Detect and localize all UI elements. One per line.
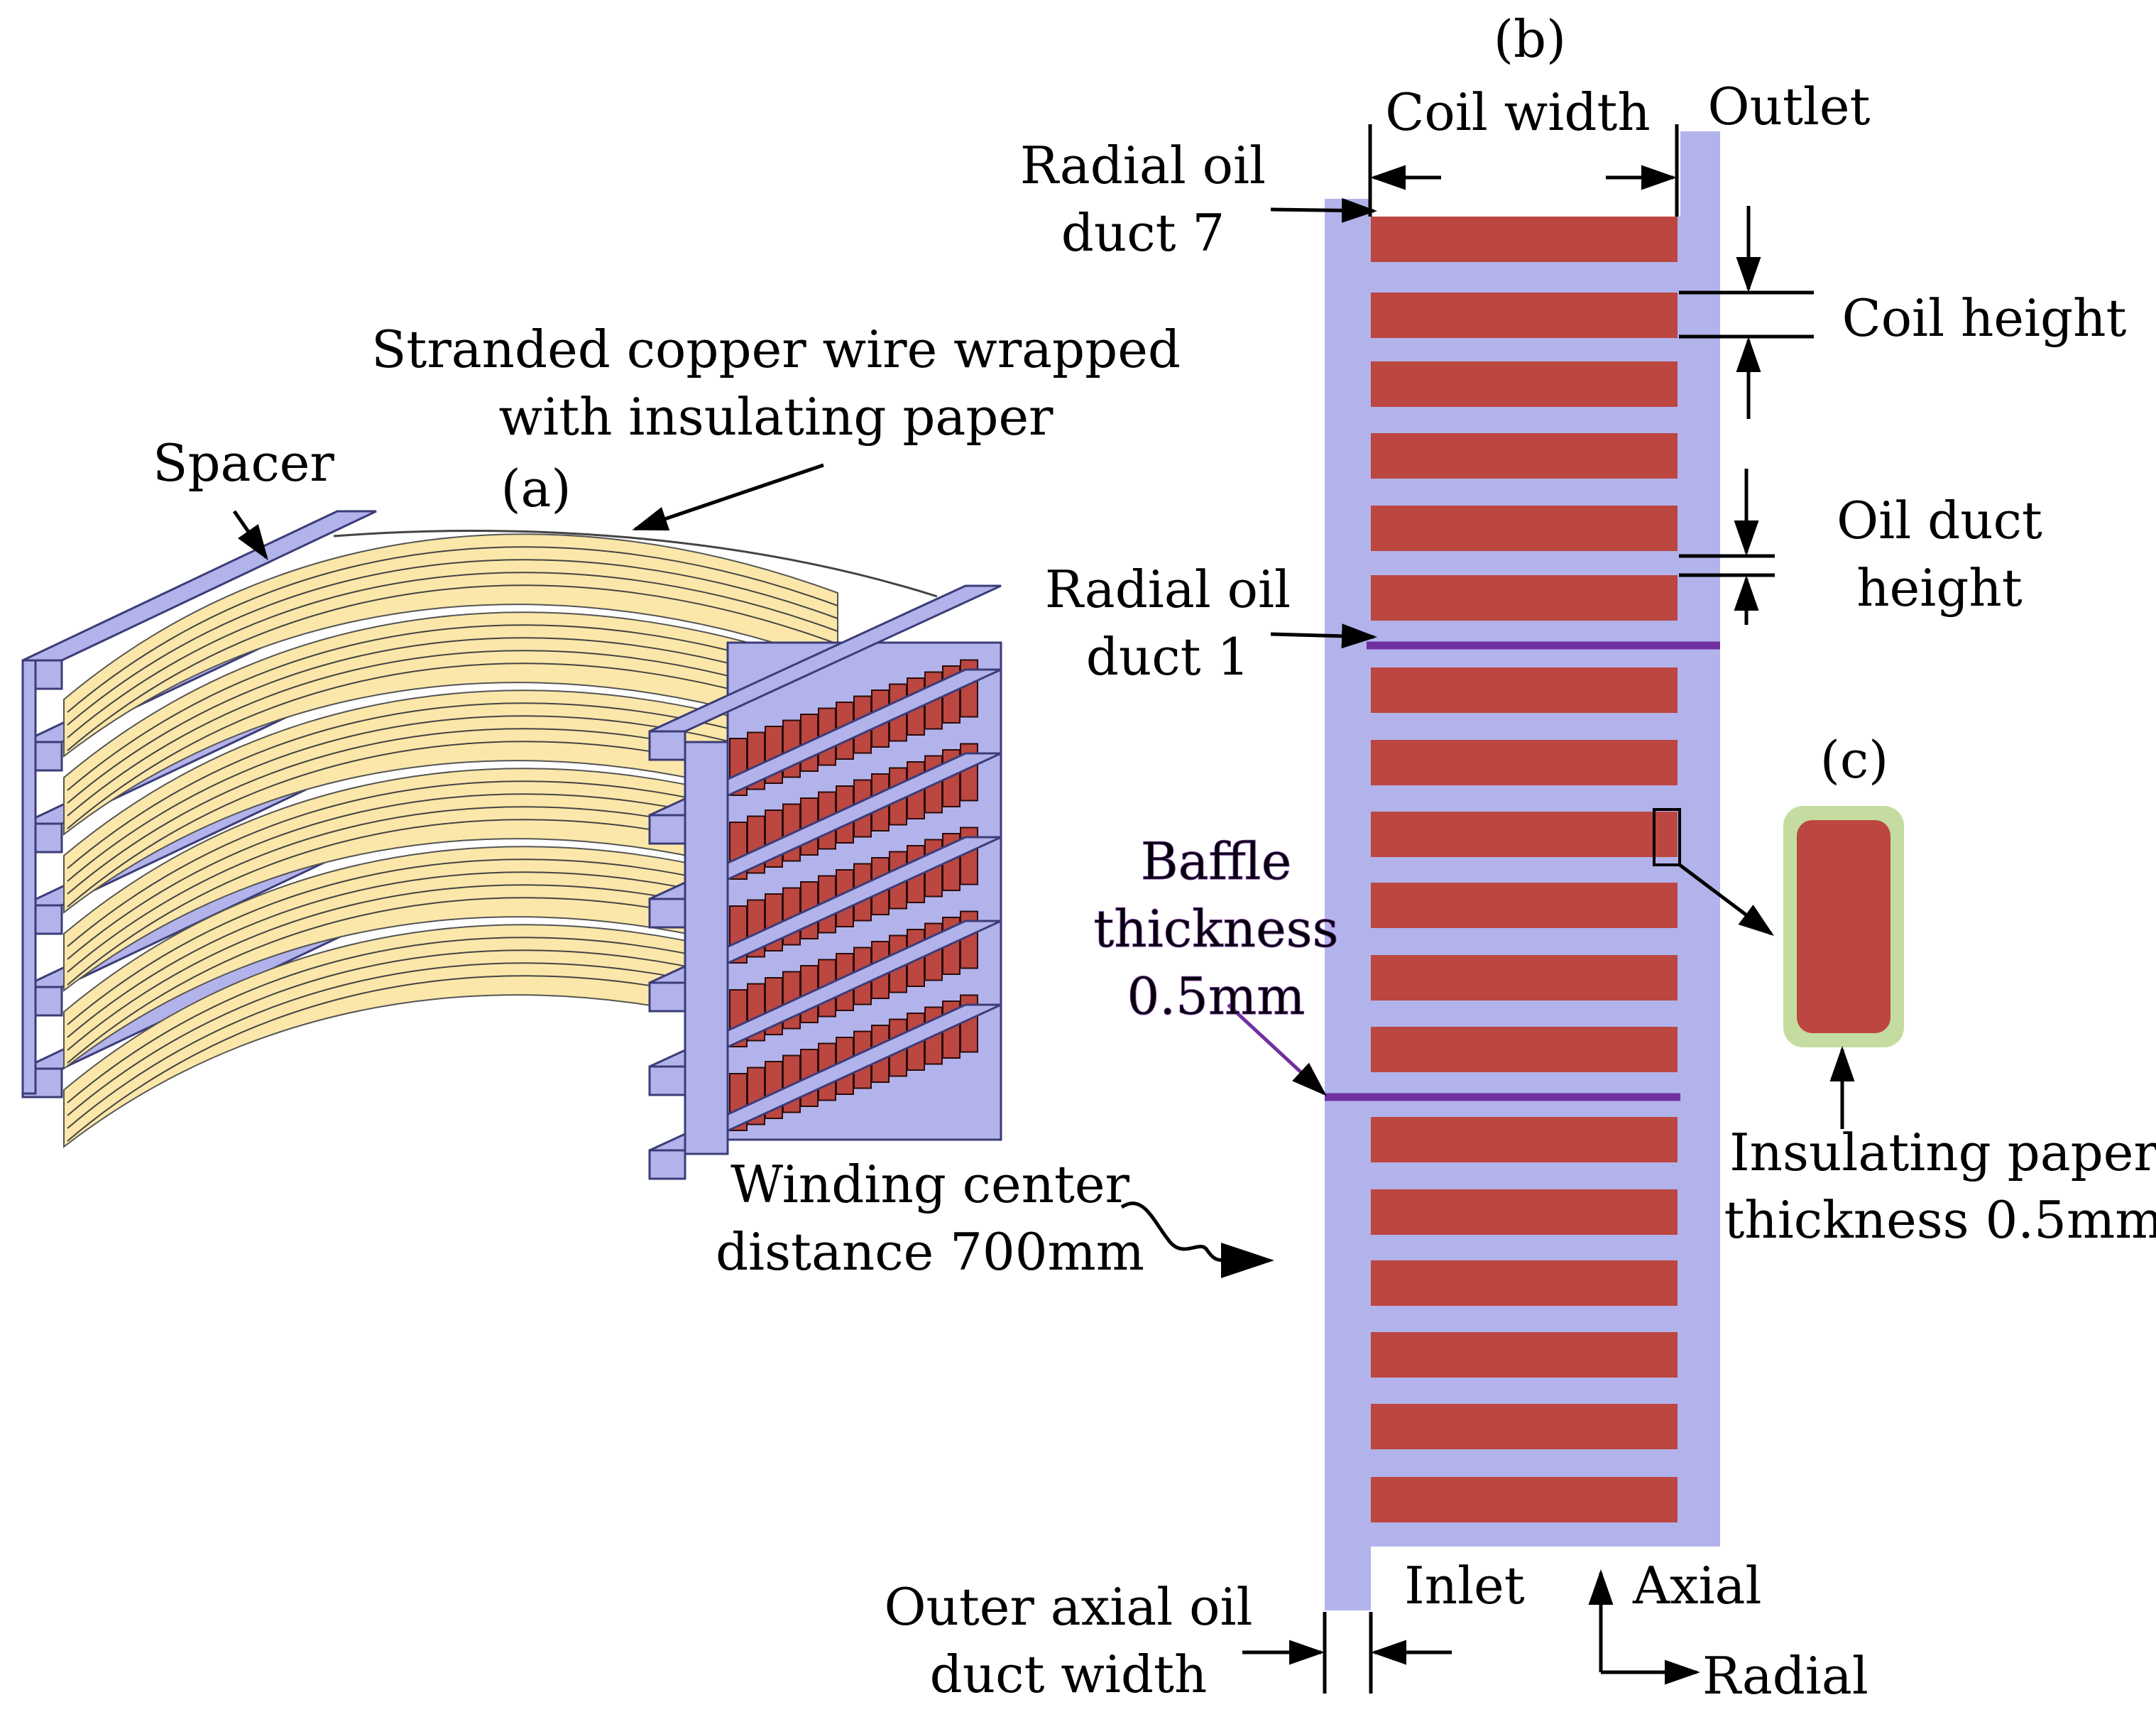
coil-bar — [1371, 667, 1678, 713]
stranded-label-line1: Stranded copper wire wrapped — [371, 320, 1181, 379]
panel-label-c: (c) — [1820, 730, 1889, 790]
baffle-label-line1: Baffle — [1141, 832, 1292, 891]
stranded-label-line2: with insulating paper — [499, 387, 1054, 447]
stranded-wire-groups — [63, 530, 938, 1149]
radial-duct7-pointer — [1270, 197, 1377, 223]
oil-channel — [1325, 131, 1720, 1610]
winding-label-line1: Winding center — [730, 1155, 1129, 1214]
insulating-label-line1: Insulating paper — [1729, 1123, 2156, 1182]
baffle-label-line3: 0.5mm — [1127, 966, 1305, 1026]
coil-bar — [1371, 1260, 1678, 1306]
right-spacer-front — [648, 1065, 686, 1096]
zoom-pointer — [1678, 863, 1774, 937]
radial-label: Radial — [1702, 1646, 1868, 1706]
bundle-top-edge — [333, 530, 938, 598]
winding-label-line2: distance 700mm — [716, 1222, 1144, 1282]
winding-center-arrowhead — [1221, 1243, 1274, 1278]
strand-line — [67, 559, 838, 726]
coil-bar — [1371, 1477, 1678, 1522]
right-spacer-front — [648, 730, 686, 761]
right-spacer-column — [684, 741, 729, 1155]
panel-b-cross-section — [1325, 131, 1774, 1610]
copper-conductor — [1797, 820, 1890, 1033]
coil-bar — [1371, 1027, 1678, 1072]
oil-duct-label-line2: height — [1856, 558, 2022, 618]
dimension-annotations — [232, 124, 1814, 1694]
outlet-label: Outlet — [1708, 77, 1871, 136]
radial-duct7-label-line2: duct 7 — [1061, 203, 1225, 263]
panel-label-a: (a) — [500, 459, 571, 518]
radial-duct7-label-line1: Radial oil — [1020, 136, 1266, 195]
strand-line — [67, 546, 838, 713]
strand-line — [67, 663, 838, 829]
panel-a-winding-3d — [21, 510, 1274, 1278]
coil-bar — [1371, 883, 1678, 928]
right-spacer-front — [648, 814, 686, 845]
outer-duct-label-line2: duct width — [930, 1645, 1208, 1704]
coil-bar — [1371, 812, 1678, 857]
right-spacer-front — [648, 1149, 686, 1180]
left-spacer-column — [21, 659, 37, 1095]
coil-bar — [1371, 1117, 1678, 1162]
panel-label-b: (b) — [1494, 9, 1566, 69]
coil-bar — [1371, 1404, 1678, 1449]
coil-bar — [1371, 361, 1678, 407]
strand-line — [67, 637, 838, 804]
right-cross-section-block — [648, 584, 1002, 1180]
inlet-label: Inlet — [1404, 1556, 1524, 1615]
coil-bar — [1371, 740, 1678, 785]
strand-line — [67, 715, 838, 882]
axial-label: Axial — [1632, 1556, 1762, 1615]
spacer-label: Spacer — [153, 433, 334, 493]
strand-line — [67, 702, 838, 869]
radial-duct1-label-line2: duct 1 — [1086, 627, 1249, 687]
text-labels: (a) (b) (c) Spacer Stranded copper wire … — [153, 9, 2156, 1706]
outer-duct-label-line1: Outer axial oil — [884, 1577, 1252, 1637]
coil-bar — [1371, 217, 1678, 262]
insulating-label-line2: thickness 0.5mm — [1724, 1190, 2156, 1250]
coil-bar — [1371, 506, 1678, 551]
coil-bar — [1371, 293, 1678, 338]
right-spacer-front — [648, 898, 686, 929]
coil-bar — [1371, 1332, 1678, 1378]
coil-height-label: Coil height — [1842, 288, 2127, 348]
coil-bar — [1371, 575, 1678, 621]
baffle-label-line2: thickness — [1093, 899, 1338, 959]
oil-duct-label-line1: Oil duct — [1837, 491, 2042, 550]
radial-duct1-pointer — [1270, 623, 1377, 649]
strand-line — [67, 624, 838, 791]
coil-bar — [1371, 1189, 1678, 1235]
coil-bar — [1371, 955, 1678, 1001]
stranded-pointer — [632, 463, 824, 531]
zoom-indicator-box — [1653, 808, 1681, 866]
radial-duct1-label-line1: Radial oil — [1045, 560, 1291, 619]
baffle-pointer — [1227, 1003, 1327, 1096]
strand-line — [67, 572, 838, 738]
spacer-pointer — [232, 510, 268, 561]
winding-center-squiggle — [1120, 1201, 1229, 1263]
panel-c-insulated-conductor — [1783, 806, 1904, 1129]
coil-width-label: Coil width — [1385, 82, 1650, 142]
strand-line — [67, 584, 838, 751]
strand-line — [67, 650, 838, 817]
coil-stack — [1371, 217, 1678, 1522]
coil-bar — [1371, 433, 1678, 479]
right-spacer-front — [648, 981, 686, 1013]
